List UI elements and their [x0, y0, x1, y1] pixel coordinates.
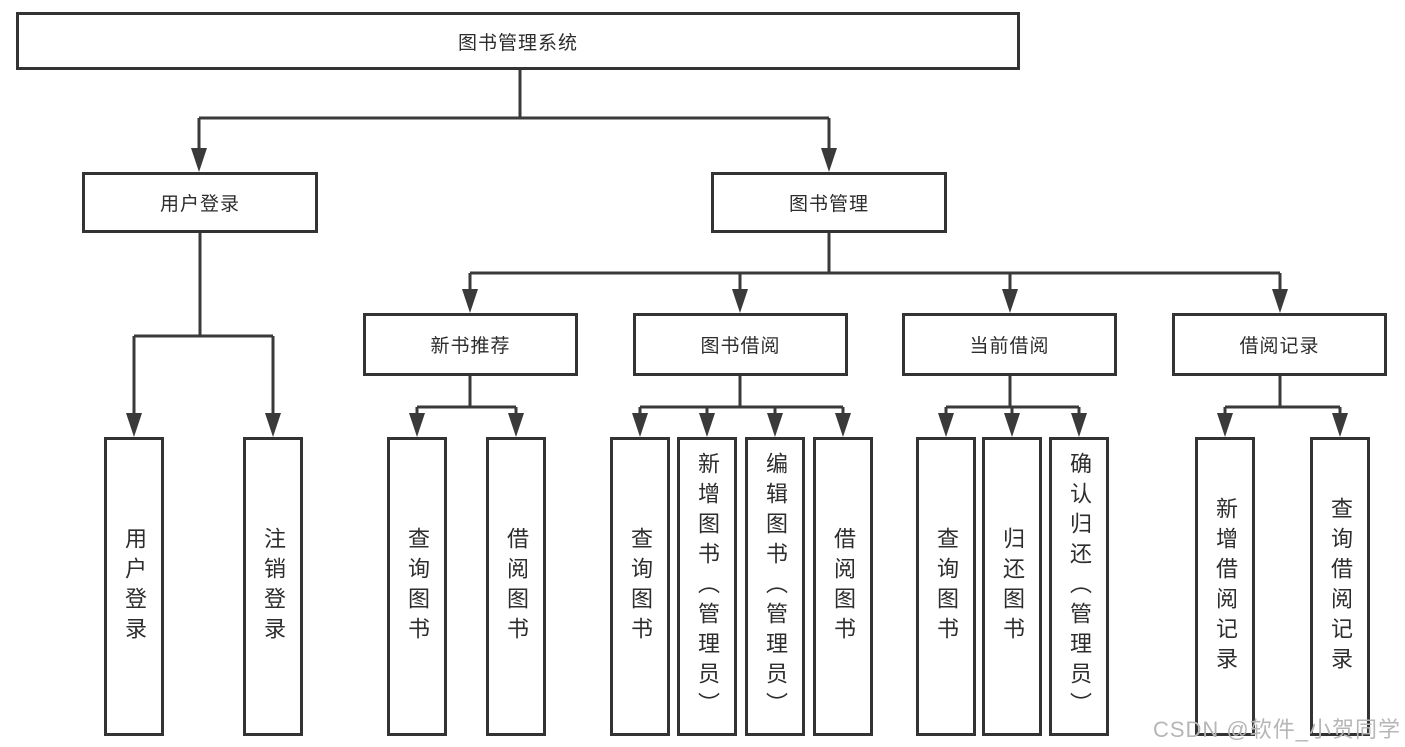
- leaf-label: 归还图书: [1000, 526, 1025, 647]
- arrow-down-icon: [699, 413, 715, 437]
- arrow-down-icon: [732, 289, 748, 313]
- arrow-down-icon: [1272, 289, 1288, 313]
- leaf-label: 用户登录: [122, 526, 147, 647]
- node-new-book-recommend: 新书推荐: [363, 313, 578, 376]
- leaf-query-books-borrow: 查询图书: [610, 437, 670, 736]
- leaf-user-login: 用户登录: [104, 437, 164, 736]
- arrow-down-icon: [1217, 413, 1233, 437]
- connector-recommend-to-leaves: [415, 376, 518, 419]
- arrow-down-icon: [1004, 413, 1020, 437]
- arrow-down-icon: [462, 289, 478, 313]
- arrow-down-icon: [409, 413, 425, 437]
- leaf-borrow-books-recommend: 借阅图书: [486, 437, 546, 736]
- node-book-management: 图书管理: [711, 172, 947, 233]
- watermark: CSDN @软件_小贺同学: [1152, 717, 1401, 742]
- leaf-query-books-current: 查询图书: [916, 437, 976, 736]
- leaf-edit-book-admin: 编辑图书（管理员）: [745, 437, 805, 736]
- arrow-down-icon: [508, 413, 524, 437]
- arrow-down-icon: [767, 413, 783, 437]
- node-user-login: 用户登录: [82, 172, 318, 233]
- arrow-down-icon: [126, 413, 142, 437]
- connector-records-to-leaves: [1223, 376, 1342, 419]
- leaf-return-books: 归还图书: [982, 437, 1042, 736]
- node-current-borrow: 当前借阅: [902, 313, 1117, 376]
- leaf-label: 编辑图书（管理员）: [763, 451, 788, 722]
- leaf-query-borrow-record: 查询借阅记录: [1310, 437, 1370, 736]
- leaf-label: 新增借阅记录: [1213, 496, 1238, 677]
- node-library-management-system: 图书管理系统: [16, 12, 1020, 70]
- leaf-add-book-admin: 新增图书（管理员）: [677, 437, 737, 736]
- arrow-down-icon: [265, 413, 281, 437]
- node-book-borrow: 图书借阅: [633, 313, 848, 376]
- connector-book-management-to-level3: [468, 233, 1282, 295]
- leaf-label: 借阅图书: [504, 526, 529, 647]
- leaf-label: 新增图书（管理员）: [695, 451, 720, 722]
- leaf-logout: 注销登录: [243, 437, 303, 736]
- connector-root-to-level2: [197, 70, 831, 152]
- leaf-label: 查询图书: [628, 526, 653, 647]
- leaf-label: 查询图书: [405, 526, 430, 647]
- connector-user-login-to-leaves: [132, 233, 275, 419]
- leaf-label: 查询借阅记录: [1328, 496, 1353, 677]
- leaf-confirm-return-admin: 确认归还（管理员）: [1049, 437, 1109, 736]
- leaf-label: 查询图书: [934, 526, 959, 647]
- arrow-down-icon: [632, 413, 648, 437]
- arrow-down-icon: [1002, 289, 1018, 313]
- leaf-borrow-books-borrow: 借阅图书: [813, 437, 873, 736]
- connector-current-to-leaves: [944, 376, 1081, 419]
- leaf-label: 借阅图书: [831, 526, 856, 647]
- arrow-down-icon: [191, 148, 207, 172]
- arrow-down-icon: [821, 148, 837, 172]
- node-borrow-records: 借阅记录: [1172, 313, 1387, 376]
- arrow-down-icon: [1332, 413, 1348, 437]
- leaf-add-borrow-record: 新增借阅记录: [1195, 437, 1255, 736]
- arrow-down-icon: [835, 413, 851, 437]
- leaf-label: 确认归还（管理员）: [1067, 451, 1092, 722]
- leaf-label: 注销登录: [261, 526, 286, 647]
- arrow-down-icon: [1071, 413, 1087, 437]
- leaf-query-books-recommend: 查询图书: [387, 437, 447, 736]
- arrow-down-icon: [938, 413, 954, 437]
- connector-borrow-to-leaves: [638, 376, 845, 419]
